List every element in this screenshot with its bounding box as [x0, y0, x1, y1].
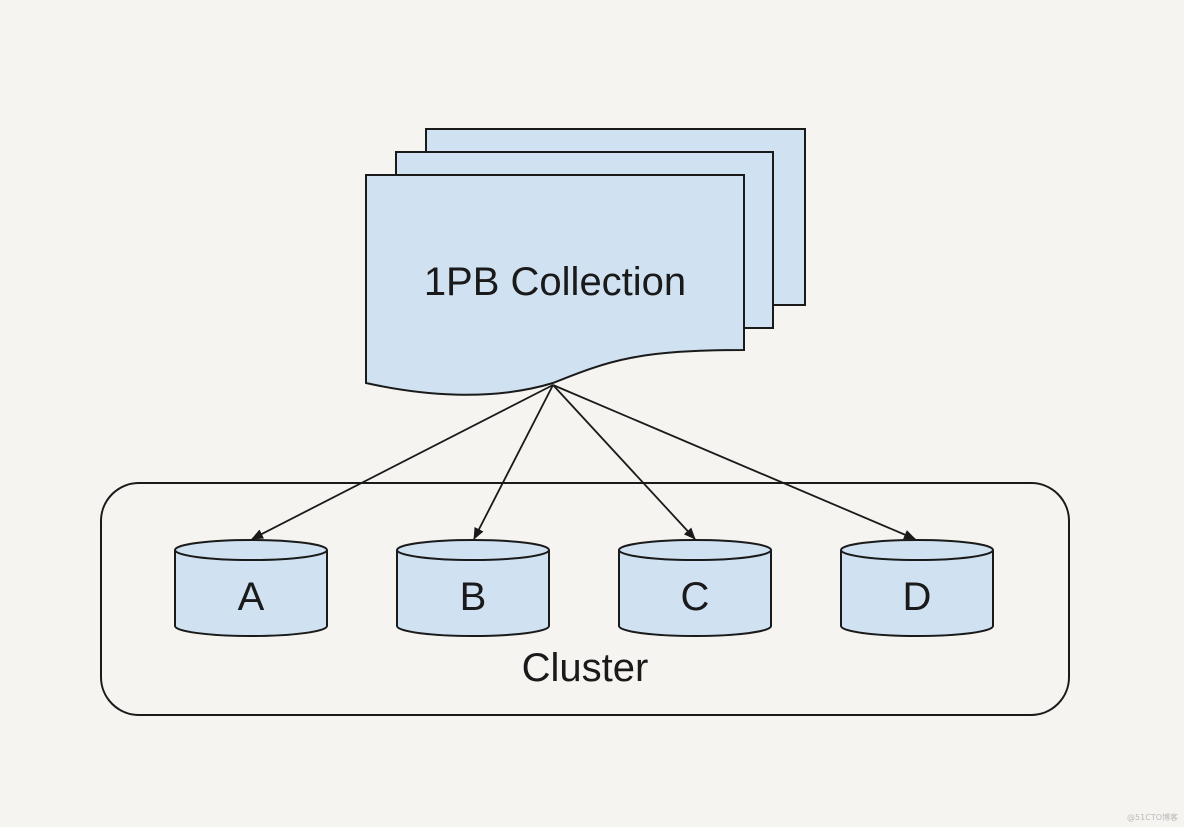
arrow-to-shard-c — [552, 384, 696, 540]
watermark: @51CTO博客 — [1127, 812, 1178, 822]
arrow-to-shard-d — [552, 384, 916, 540]
shard-b-cylinder: B — [396, 539, 550, 637]
cylinder-top — [618, 539, 772, 561]
document-page-front — [365, 174, 745, 396]
collection-document-stack: 1PB Collection — [365, 128, 806, 396]
cylinder-top — [840, 539, 994, 561]
collection-label: 1PB Collection — [424, 260, 686, 304]
cylinder-top — [396, 539, 550, 561]
database-icon — [618, 550, 772, 637]
database-icon — [396, 550, 550, 637]
arrow-to-shard-a — [251, 384, 554, 540]
database-icon — [174, 550, 328, 637]
shard-b-label: B — [460, 575, 487, 619]
shard-d-label: D — [903, 575, 932, 619]
database-icon — [840, 550, 994, 637]
shard-c-cylinder: C — [618, 539, 772, 637]
arrow-to-shard-b — [473, 384, 554, 540]
cylinder-top — [174, 539, 328, 561]
shard-arrows — [251, 384, 916, 540]
shard-d-cylinder: D — [840, 539, 994, 637]
shard-a-cylinder: A — [174, 539, 328, 637]
cluster-label: Cluster — [522, 646, 649, 690]
shard-a-label: A — [238, 575, 265, 619]
shard-c-label: C — [681, 575, 710, 619]
cluster-container — [100, 482, 1070, 716]
